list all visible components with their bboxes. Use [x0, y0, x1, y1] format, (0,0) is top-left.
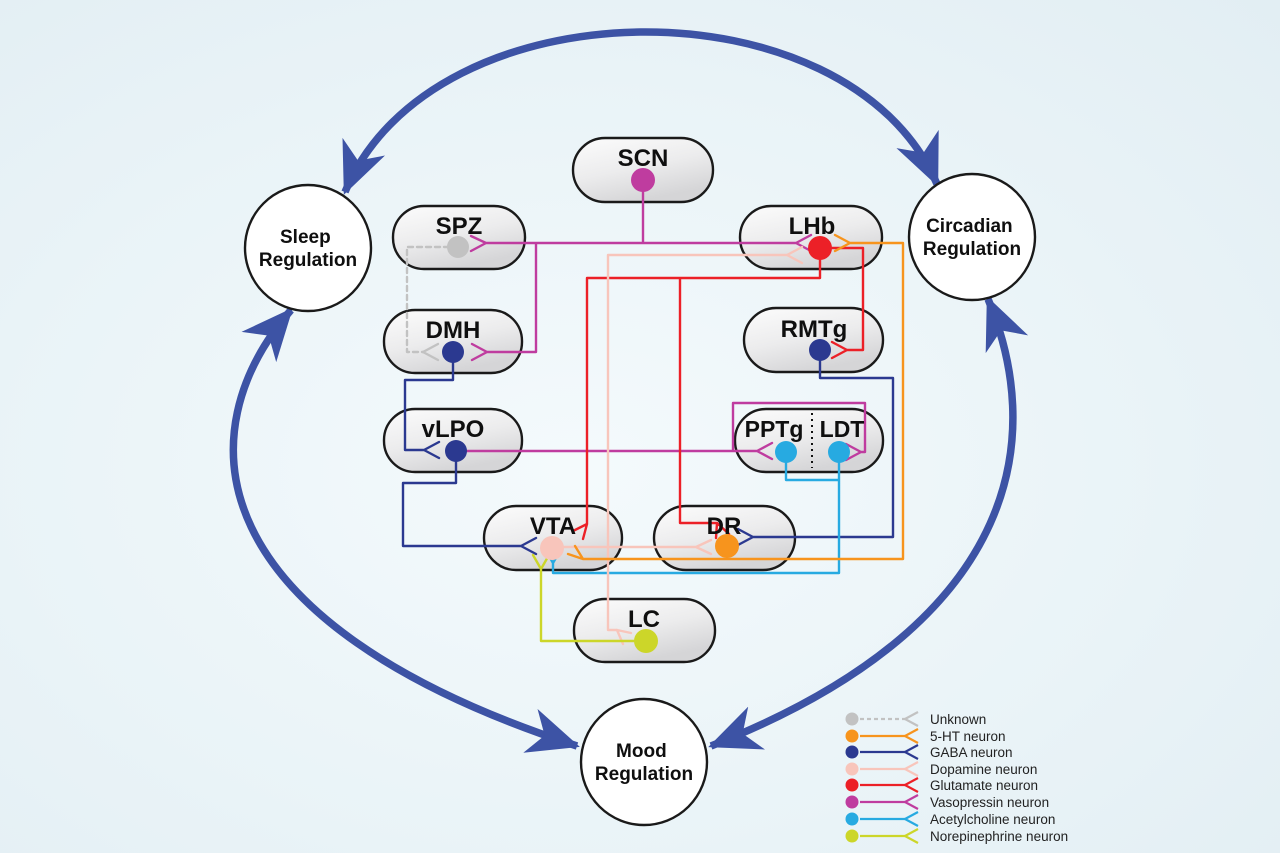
hub-mood-circle: [579, 697, 709, 827]
dr-label: DR: [707, 513, 742, 540]
arc-sleep-mood: [229, 307, 580, 753]
arc-sleep-circadian: [341, 28, 941, 195]
legend-dot: [845, 795, 859, 809]
legend-dot: [845, 829, 859, 843]
vlpo-label: vLPO: [422, 416, 485, 443]
dmh-neuron-dot: [442, 341, 464, 363]
legend-item-serotonin: 5-HT neuron: [845, 728, 1006, 744]
legend-item-glutamate: Glutamate neuron: [845, 777, 1038, 793]
edge-spz-unknown: [405, 245, 460, 354]
vta-label: VTA: [530, 513, 576, 540]
legend-item-unknown: Unknown: [845, 711, 986, 727]
node-lhb: [738, 204, 884, 271]
hub-circadian-label: Circadian Regulation: [923, 216, 1021, 260]
edge-rmtg-gaba: [736, 358, 895, 547]
legend-label: Norepinephrine neuron: [930, 829, 1068, 844]
vta-neuron-dot: [540, 536, 564, 560]
legend-terminal: [904, 761, 919, 777]
legend-dot: [845, 762, 859, 776]
edge-dmh-gaba: [403, 360, 455, 460]
legend-label: Unknown: [930, 712, 986, 727]
legend-terminal: [904, 744, 919, 760]
node-rmtg: [742, 306, 885, 374]
arc-circadian-mood: [708, 296, 1029, 750]
ldt-neuron-dot: [828, 441, 850, 463]
pptg-label: PPTg: [745, 416, 804, 442]
hub-circles: Sleep Regulation Circadian Regulation Mo…: [243, 172, 1037, 827]
hub-circadian-circle: [907, 172, 1037, 302]
rmtg-neuron-dot: [809, 339, 831, 361]
legend-dot: [845, 712, 859, 726]
edge-scn-vasopressin: [469, 189, 813, 362]
legend-item-vasopressin: Vasopressin neuron: [845, 794, 1049, 810]
legend-terminal: [904, 794, 919, 810]
neuron-dots: [442, 168, 850, 653]
lhb-neuron-dot: [808, 236, 832, 260]
rmtg-label: RMTg: [781, 316, 848, 343]
projections: [401, 189, 905, 646]
legend-label: 5-HT neuron: [930, 729, 1006, 744]
lc-neuron-dot: [634, 629, 658, 653]
legend-item-dopamine: Dopamine neuron: [845, 761, 1037, 777]
node-labels: SCN SPZ LHb DMH RMTg vLPO PPTg LDT VTA D…: [422, 145, 865, 633]
hub-sleep-circle: [243, 183, 373, 313]
legend-dot: [845, 778, 859, 792]
edge-vlpo-vasopressin: [465, 401, 867, 462]
legend-dot: [845, 812, 859, 826]
edge-spz-unknown-terminal: [421, 342, 440, 362]
spz-label: SPZ: [436, 213, 483, 240]
scn-label: SCN: [618, 145, 669, 172]
legend-terminal: [904, 828, 919, 844]
legend-label: Glutamate neuron: [930, 778, 1038, 793]
legend-label: Vasopressin neuron: [930, 795, 1049, 810]
dmh-label: DMH: [426, 317, 481, 344]
scn-neuron-dot: [631, 168, 655, 192]
legend-terminal: [904, 777, 919, 793]
legend-dot: [845, 729, 859, 743]
edge-vta-dopamine: [560, 245, 804, 646]
legend-item-acetylcholine: Acetylcholine neuron: [845, 811, 1055, 827]
hub-arcs: [229, 28, 1029, 753]
vlpo-neuron-dot: [445, 440, 467, 462]
legend: Unknown 5-HT neuron GABA neuron Dopamine…: [845, 711, 1068, 844]
lc-label: LC: [628, 606, 660, 633]
pptg-neuron-dot: [775, 441, 797, 463]
edge-pptg-ldt-acetylcholine: [543, 460, 841, 575]
legend-item-norepinephrine: Norepinephrine neuron: [845, 828, 1068, 844]
hub-mood: Mood Regulation: [579, 697, 709, 827]
legend-label: Dopamine neuron: [930, 762, 1037, 777]
legend-terminal: [904, 811, 919, 827]
hub-mood-label: Mood Regulation: [595, 741, 693, 785]
spz-neuron-dot: [447, 236, 469, 258]
hub-sleep-label: Sleep Regulation: [259, 227, 357, 271]
legend-dot: [845, 745, 859, 759]
legend-label: Acetylcholine neuron: [930, 812, 1055, 827]
hub-circadian: Circadian Regulation: [907, 172, 1037, 302]
legend-label: GABA neuron: [930, 745, 1013, 760]
legend-item-gaba: GABA neuron: [845, 744, 1013, 760]
ldt-label: LDT: [820, 416, 865, 442]
edge-vlpo-gaba: [401, 459, 538, 556]
dr-neuron-dot: [715, 534, 739, 558]
legend-terminal: [904, 711, 919, 727]
hub-sleep: Sleep Regulation: [243, 183, 373, 313]
legend-terminal: [904, 728, 919, 744]
edge-lhb-glutamate: [571, 246, 865, 541]
lhb-label: LHb: [789, 213, 836, 240]
